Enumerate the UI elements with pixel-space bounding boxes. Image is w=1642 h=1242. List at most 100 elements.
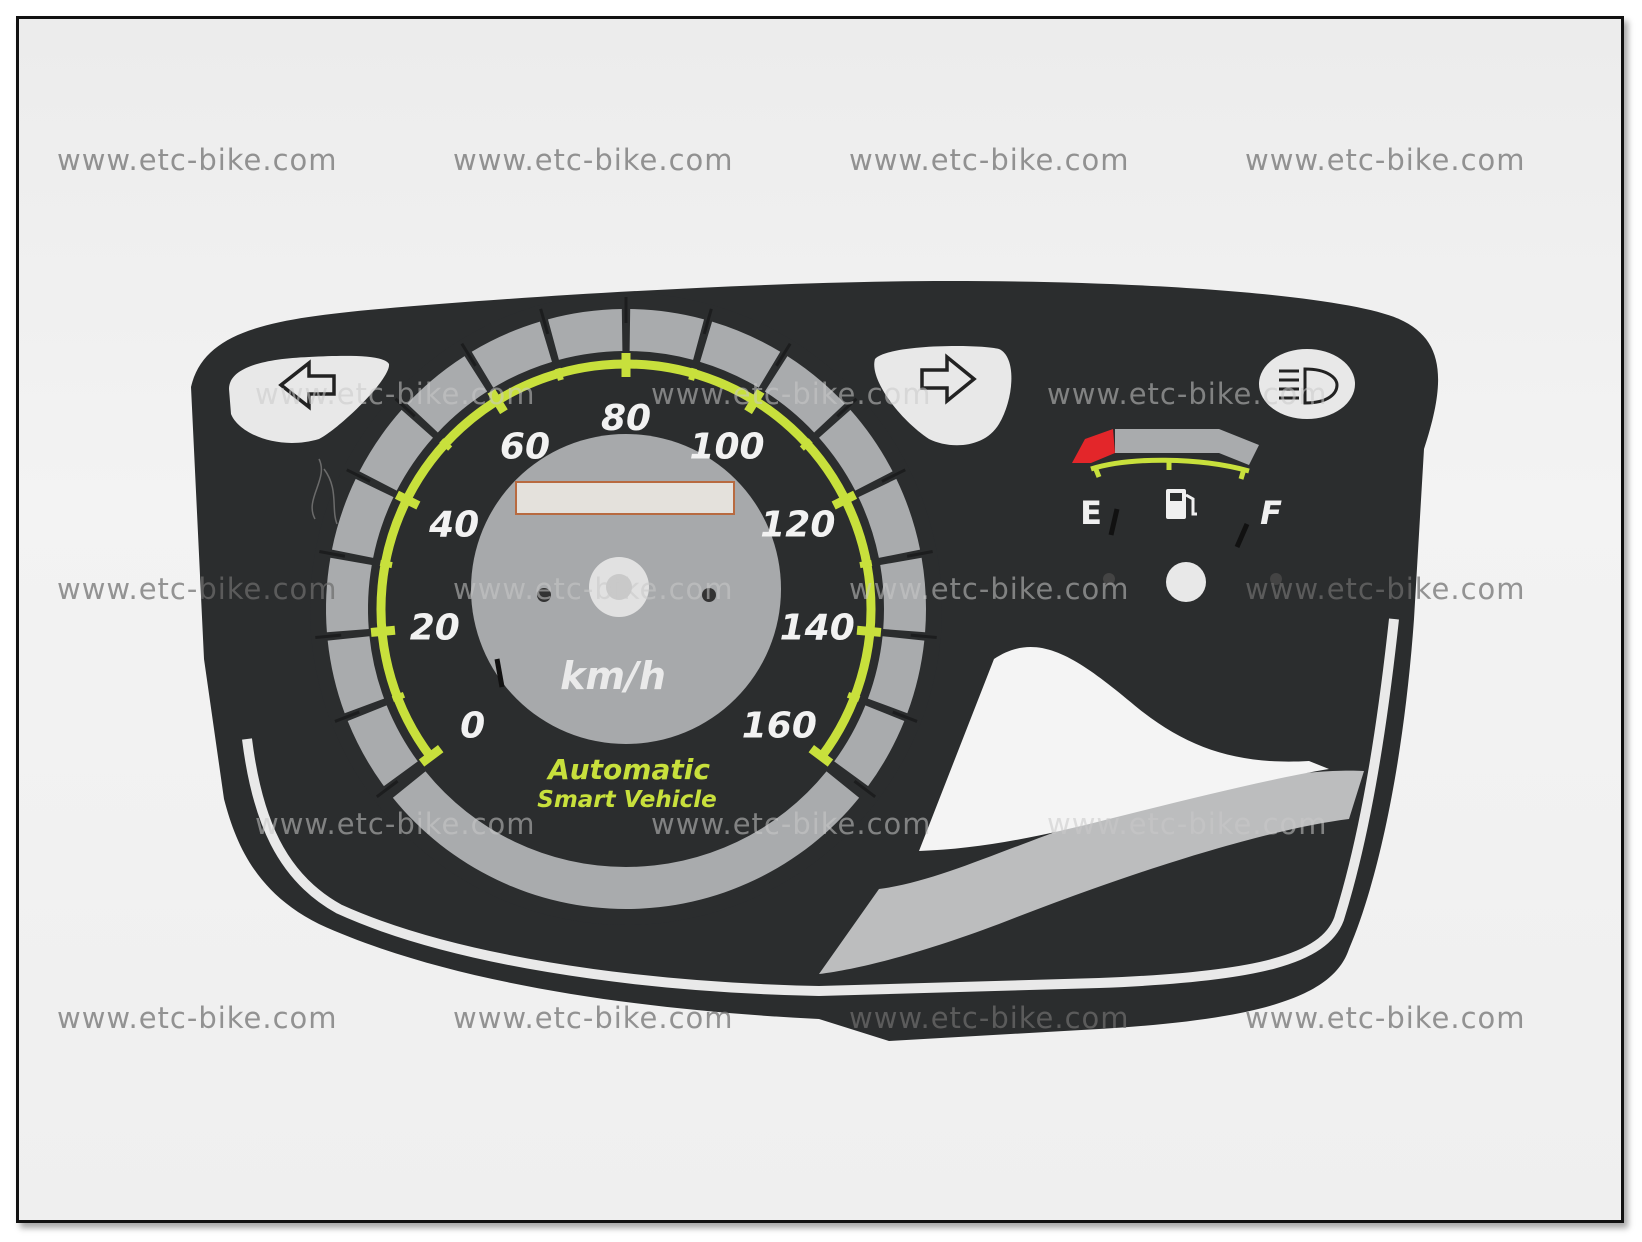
watermark-r5-c4: www.etc-bike.com (1245, 1001, 1526, 1035)
silver-ring-segment (347, 705, 418, 787)
silver-ring-segment (326, 557, 372, 633)
major-tick (487, 388, 508, 415)
watermark-r3-c1: www.etc-bike.com (57, 572, 338, 606)
watermark-r1-c2: www.etc-bike.com (453, 143, 734, 177)
speed-label-140: 140 (780, 608, 855, 649)
speed-label-20: 20 (410, 608, 460, 649)
silver-ring-segment (331, 478, 394, 558)
ring-tick (539, 308, 550, 335)
screw-hole-right (702, 588, 716, 602)
right-signal-window (874, 346, 1012, 446)
watermark-r3-c2: www.etc-bike.com (453, 572, 734, 606)
white-cutout (919, 647, 1329, 851)
headlight-window (1259, 349, 1355, 419)
watermark-r5-c2: www.etc-bike.com (453, 1001, 734, 1035)
speed-label-0: 0 (460, 706, 485, 747)
zero-peg (494, 658, 505, 688)
watermark-r5-c1: www.etc-bike.com (57, 1001, 338, 1035)
watermark-r1-c1: www.etc-bike.com (57, 143, 338, 177)
right-turn-arrow-icon (920, 353, 977, 405)
watermark-r2-c2: www.etc-bike.com (255, 377, 536, 411)
major-tick (831, 490, 858, 510)
silver-sweep (819, 770, 1364, 974)
speedometer-dial (310, 293, 942, 925)
ring-tick (315, 633, 342, 640)
ring-tick (836, 397, 858, 418)
speed-label-60: 60 (500, 427, 550, 468)
ring-tick (319, 549, 346, 558)
ring-tick (906, 549, 933, 558)
speed-label-group: 0 20 40 60 80 100 120 140 160 (410, 398, 855, 747)
silver-ring-segment (547, 309, 623, 360)
watermark-r2-c3: www.etc-bike.com (651, 377, 932, 411)
headlight-icon (1279, 367, 1339, 405)
silver-ring-segment (629, 309, 705, 360)
watermark-r1-c3: www.etc-bike.com (849, 143, 1130, 177)
watermark-r5-c3: www.etc-bike.com (849, 1001, 1130, 1035)
ring-tick (775, 342, 792, 367)
speed-label-80: 80 (601, 398, 651, 439)
fuel-red-zone (1072, 429, 1115, 463)
speed-label-120: 120 (760, 504, 835, 545)
silver-ring-segment (858, 478, 921, 558)
silver-tick-ring (326, 309, 926, 910)
watermark-r4-c2: www.etc-bike.com (255, 807, 536, 841)
surface-scratch (311, 458, 338, 525)
silver-ring-segment (764, 356, 845, 433)
watermark-r4-c3: www.etc-bike.com (651, 807, 932, 841)
minor-tick (554, 367, 564, 381)
watermark-r2-c4: www.etc-bike.com (1047, 377, 1328, 411)
speedometer-face-photo: 0 20 40 60 80 100 120 140 160 km/h Automatic Sma… (191, 281, 1439, 1041)
ring-tick (702, 308, 713, 335)
silver-ring-segment (867, 636, 925, 714)
minor-tick (379, 559, 393, 569)
fuel-full-label: F (1260, 494, 1282, 532)
minor-tick (391, 691, 406, 702)
fuel-empty-label: E (1080, 494, 1102, 532)
left-turn-arrow-icon (278, 359, 336, 411)
major-tick (808, 745, 834, 767)
watermark-r4-c4: www.etc-bike.com (1047, 807, 1328, 841)
brand-line-2: Smart Vehicle (537, 787, 717, 813)
unit-label: km/h (560, 654, 666, 698)
ring-tick (881, 468, 906, 483)
major-tick (370, 625, 396, 637)
ring-tick (346, 468, 371, 483)
bottom-silver-band (392, 771, 860, 910)
ring-tick (375, 779, 399, 798)
major-tick (744, 388, 765, 415)
minor-tick (846, 691, 861, 702)
silver-ring-segment (819, 409, 893, 491)
ring-tick (892, 710, 918, 723)
major-tick (856, 625, 882, 637)
major-tick (394, 490, 421, 510)
fuel-pump-icon (1166, 489, 1197, 519)
silver-ring-segment (880, 557, 926, 633)
speed-label-100: 100 (689, 427, 764, 468)
minor-tick (799, 438, 813, 451)
speed-label-160: 160 (742, 706, 817, 747)
watermark-r3-c3: www.etc-bike.com (849, 572, 1130, 606)
watermark-r1-c4: www.etc-bike.com (1245, 143, 1526, 177)
silver-ring-segment (700, 321, 781, 388)
brand-line-1: Automatic (546, 753, 710, 786)
ring-tick (853, 779, 877, 798)
minor-tick (439, 438, 453, 451)
minor-tick (859, 559, 873, 569)
fuel-silver-band (1115, 429, 1259, 465)
silver-ring-segment (327, 636, 385, 714)
fuel-peg-e (1108, 508, 1120, 536)
photo-frame: 0 20 40 60 80 100 120 140 160 km/h Automatic Sma… (16, 16, 1624, 1223)
silver-ring-segment (471, 321, 552, 388)
panel-gap (242, 618, 1399, 997)
ring-tick (460, 342, 477, 367)
fuel-lime-scale (1090, 457, 1250, 474)
ring-tick (394, 397, 416, 418)
silver-ring-segment (359, 409, 433, 491)
fuel-needle-hole (1166, 562, 1206, 602)
speed-label-40: 40 (428, 504, 479, 545)
watermark-r3-c4: www.etc-bike.com (1245, 572, 1526, 606)
odometer-window (515, 481, 735, 515)
fuel-gauge: E F (1072, 429, 1282, 602)
minor-tick (688, 367, 698, 381)
